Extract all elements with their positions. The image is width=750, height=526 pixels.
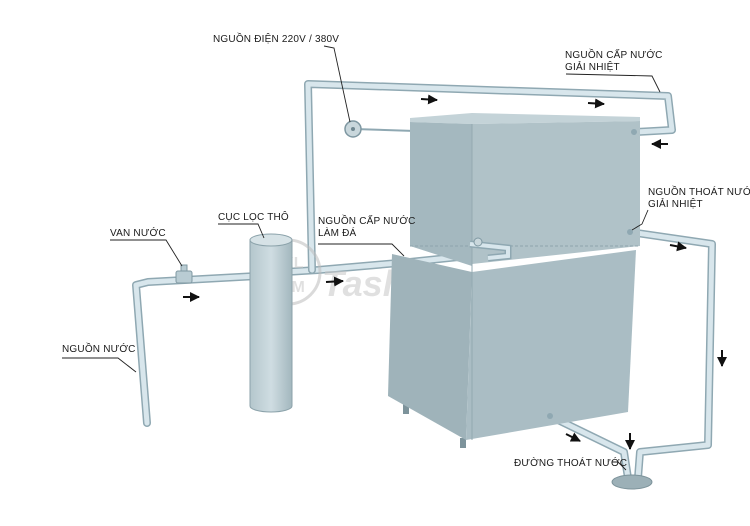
pipes — [132, 80, 716, 482]
label-ice-supply-line1: NGUỒN CẤP NƯỚC — [318, 214, 416, 227]
label-coarse-filter: CỤC LỌC THÔ — [218, 210, 289, 223]
label-cooling-drain-line1: NGUỒN THOÁT NƯỚC — [648, 185, 750, 198]
flow-arrow — [587, 98, 605, 109]
machine-side-lower — [388, 254, 472, 440]
water-source-pipe — [132, 272, 262, 427]
label-cooling-supply-line2: GIẢI NHIỆT — [565, 60, 620, 73]
leader-lines — [62, 45, 661, 471]
flow-arrow — [669, 241, 687, 252]
label-ice-supply-line2: LÀM ĐÁ — [318, 226, 357, 239]
machine-front-upper — [472, 121, 640, 264]
flow-arrow — [420, 94, 438, 105]
flow-arrow — [325, 276, 344, 287]
water-valve — [175, 264, 193, 284]
label-water-valve: VAN NƯỚC — [110, 226, 166, 239]
cooling-drain-pipe — [626, 228, 716, 482]
coarse-filter — [249, 233, 293, 413]
label-cooling-supply-line1: NGUỒN CẤP NƯỚC — [565, 48, 663, 61]
labels: NGUỒN ĐIỆN 220V / 380V NGUỒN CẤP NƯỚC GI… — [62, 32, 750, 469]
floor-drain — [611, 474, 653, 490]
flow-arrows — [183, 94, 727, 450]
machine-front-lower — [466, 250, 636, 440]
label-cooling-drain-line2: GIẢI NHIỆT — [648, 197, 703, 210]
machine-top — [410, 113, 640, 124]
label-drain: ĐƯỜNG THOÁT NƯỚC — [514, 456, 627, 469]
ice-machine — [388, 113, 640, 448]
label-power: NGUỒN ĐIỆN 220V / 380V — [213, 32, 339, 45]
flow-arrow — [565, 432, 581, 442]
label-water-source: NGUỒN NƯỚC — [62, 342, 136, 355]
machine-side-upper — [410, 122, 472, 266]
